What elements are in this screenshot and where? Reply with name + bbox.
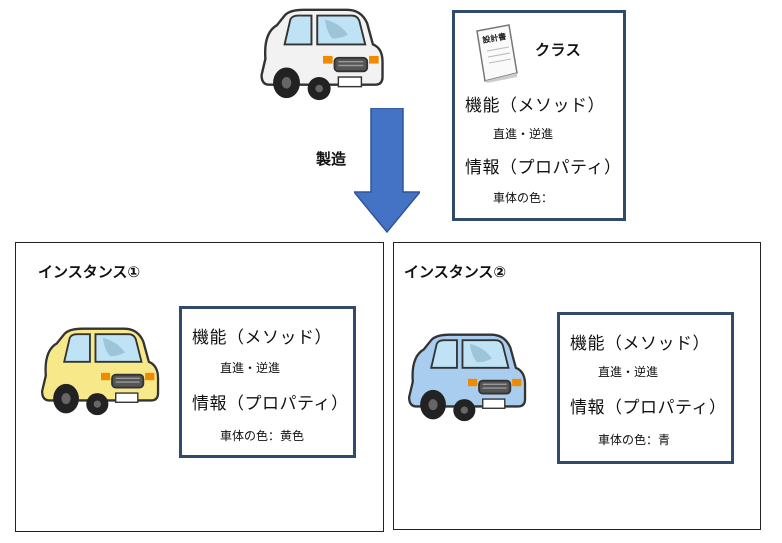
instance2-methods-label: 機能（メソッド）	[570, 334, 710, 354]
instance1-props-label: 情報（プロパティ）	[192, 394, 349, 414]
instance1-car-illustration	[36, 325, 166, 417]
manufacture-arrow	[354, 108, 420, 234]
blueprint-book-title: 設計書	[482, 31, 507, 45]
instance1-detail-box: 機能（メソッド） 直進・逆進 情報（プロパティ） 車体の色：黄色	[179, 306, 356, 458]
instance1-methods-label: 機能（メソッド）	[192, 328, 332, 348]
instance1-title: インスタンス①	[38, 263, 141, 281]
class-props-label: 情報（プロパティ）	[465, 158, 622, 178]
instance2-props-label: 情報（プロパティ）	[570, 398, 727, 418]
instance1-panel: インスタンス① 機能（メソッド） 直進・逆進 情報（プロパティ） 車体の色：黄色	[15, 242, 384, 532]
instance2-car-illustration	[402, 331, 534, 423]
class-props-value: 車体の色：	[493, 191, 554, 205]
class-methods-value: 直進・逆進	[493, 127, 554, 141]
manufacture-label: 製造	[316, 150, 347, 168]
instance2-props-value: 車体の色：青	[598, 433, 671, 447]
instance2-methods-value: 直進・逆進	[598, 365, 659, 379]
instance2-panel: インスタンス② 機能（メソッド） 直進・逆進 情報（プロパティ） 車体の色：青	[393, 242, 761, 530]
class-methods-label: 機能（メソッド）	[465, 96, 605, 116]
instance2-title: インスタンス②	[404, 263, 507, 281]
blueprint-book-icon: 設計書	[475, 23, 519, 83]
class-title: クラス	[535, 41, 582, 59]
instance1-props-value: 車体の色：黄色	[220, 429, 305, 443]
template-car-illustration	[254, 6, 392, 102]
instance1-methods-value: 直進・逆進	[220, 361, 281, 375]
instance2-detail-box: 機能（メソッド） 直進・逆進 情報（プロパティ） 車体の色：青	[557, 312, 734, 464]
class-box: 設計書 クラス 機能（メソッド） 直進・逆進 情報（プロパティ） 車体の色：	[452, 10, 626, 221]
